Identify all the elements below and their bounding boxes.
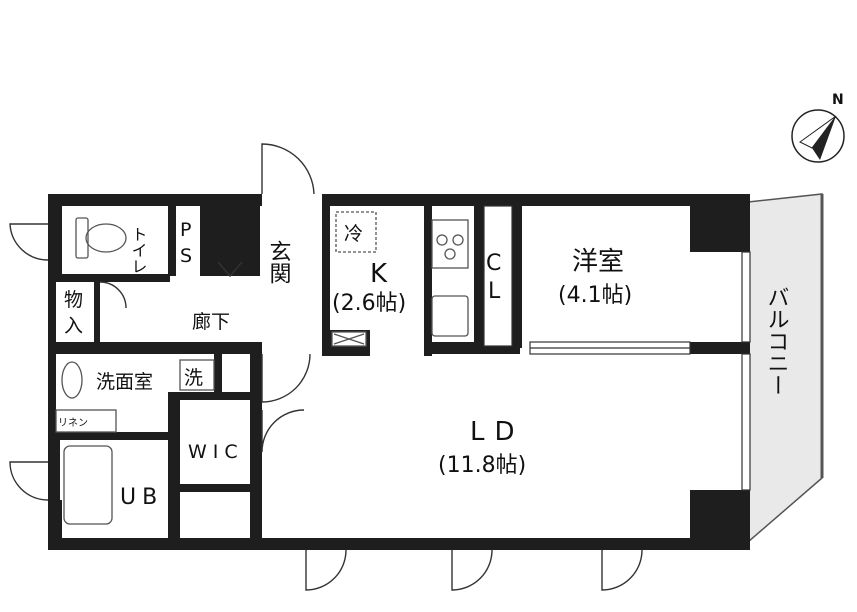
western-room-name: 洋室: [572, 247, 624, 277]
ld-size: (11.8帖): [438, 453, 526, 478]
entrance-label-part-1: 玄関: [266, 240, 291, 284]
outer-walls: [48, 194, 750, 550]
fixtures: [55, 211, 469, 525]
doors: [9, 143, 643, 591]
fridge-label: 冷: [344, 223, 363, 245]
room-labels: トイレ P S 玄関 冷 K (2.6帖) C L 洋室 (4.1帖) バルコニ…: [58, 219, 789, 510]
balcony-label: バルコニー: [764, 286, 789, 396]
bath-label: UB: [120, 485, 163, 510]
storage-label-top: 物: [64, 289, 83, 311]
closet-label-top: C: [486, 251, 501, 276]
toilet-label-part-1: トイレ: [129, 226, 148, 274]
washroom-label: 洗面室: [96, 371, 153, 393]
windows: [483, 205, 751, 491]
north-arrow-icon: N: [791, 92, 845, 163]
storage-label-bottom: 入: [64, 315, 83, 337]
western-room-size: (4.1帖): [558, 283, 632, 308]
closet-label-bottom: L: [488, 279, 501, 304]
linen-label: リネン: [58, 417, 88, 429]
wic-label: WIC: [188, 441, 244, 463]
washer-label: 洗: [184, 367, 203, 389]
interior-walls: [48, 206, 750, 542]
kitchen-size: (2.6帖): [332, 291, 406, 316]
compass-label: N: [832, 92, 844, 108]
ld-name: LD: [470, 417, 525, 447]
ps-label-bottom: S: [180, 245, 192, 267]
hallway-label: 廊下: [192, 311, 230, 333]
ps-label-top: P: [180, 219, 191, 241]
kitchen-name: K: [370, 259, 388, 289]
